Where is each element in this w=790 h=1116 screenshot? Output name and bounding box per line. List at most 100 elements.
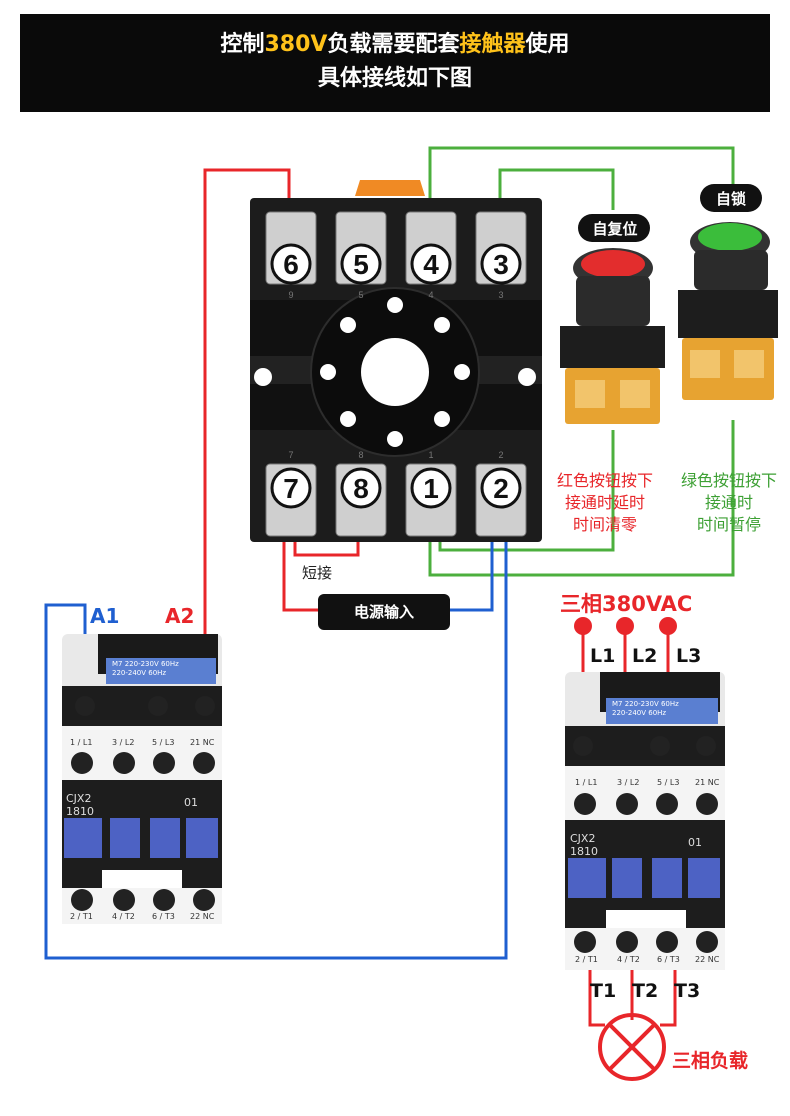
terminal-label: 1 / L1 xyxy=(575,778,598,787)
terminal-number: 8 xyxy=(353,473,369,504)
title-voltage: 380V xyxy=(264,32,328,57)
terminal-label: 5 / L3 xyxy=(152,738,175,747)
model-text: CJX2 xyxy=(570,832,596,845)
terminal-label: 3 / L2 xyxy=(112,738,135,747)
terminal-circle xyxy=(270,243,312,285)
power-input-label: 电源输入 xyxy=(353,603,414,621)
terminal-mark: 4 xyxy=(428,290,433,300)
left-aux: 01 xyxy=(184,796,198,809)
left-model: CJX2 1810 xyxy=(66,792,94,818)
title-text: 控制 xyxy=(220,32,265,57)
short-label: 短接 xyxy=(302,564,333,582)
right-aux: 01 xyxy=(688,836,702,849)
phase-label-l3: L3 xyxy=(676,645,702,667)
green-button-tag: 自锁 xyxy=(715,190,746,208)
three-phase-load-icon xyxy=(598,1013,666,1081)
right-contactor xyxy=(565,672,725,970)
terminal-circle xyxy=(410,467,452,509)
title-line-2: 具体接线如下图 xyxy=(317,66,472,91)
terminal-number: 1 xyxy=(423,473,439,504)
phase-label-l1: L1 xyxy=(590,645,616,667)
terminal-mark: 5 xyxy=(358,290,363,300)
caption-line: 接通时 xyxy=(704,493,753,512)
coil-text: 220-240V 60Hz xyxy=(112,669,167,677)
right-model: CJX2 1810 xyxy=(570,832,598,858)
green-lock-button xyxy=(678,184,778,400)
title-text: 使用 xyxy=(525,32,570,57)
relay-top-terminals: 6 9 5 5 4 4 3 3 xyxy=(270,243,522,300)
terminal-circle xyxy=(340,467,382,509)
title-device: 接触器 xyxy=(459,32,526,57)
terminal-mark: 9 xyxy=(288,290,293,300)
terminal-mark: 3 xyxy=(498,290,503,300)
caption-line: 接通时延时 xyxy=(564,493,645,512)
terminal-number: 3 xyxy=(493,249,509,280)
phase-terminal-dots xyxy=(574,617,677,635)
terminal-circle xyxy=(410,243,452,285)
terminal-label: 4 / T2 xyxy=(112,912,135,921)
title-text: 负载需要配套 xyxy=(327,32,460,57)
output-label-t3: T3 xyxy=(674,980,701,1002)
coil-text: 220-240V 60Hz xyxy=(612,709,667,717)
terminal-mark: 1 xyxy=(428,450,433,460)
terminal-number: 7 xyxy=(283,473,299,504)
terminal-label: 6 / T3 xyxy=(152,912,175,921)
output-wire-t1 xyxy=(588,950,605,1027)
output-label-t1: T1 xyxy=(590,980,617,1002)
terminal-label: 21 NC xyxy=(190,738,215,747)
caption-line: 绿色按钮按下 xyxy=(680,471,777,490)
terminal-label: 6 / T3 xyxy=(657,955,680,964)
terminal-number: 2 xyxy=(493,473,509,504)
load-label: 三相负载 xyxy=(672,1050,749,1072)
model-text: 1810 xyxy=(570,845,598,858)
terminal-label: 22 NC xyxy=(190,912,215,921)
red-reset-button xyxy=(560,214,665,424)
terminal-circle xyxy=(270,467,312,509)
terminal-circle xyxy=(480,243,522,285)
caption-line: 时间暂停 xyxy=(696,515,761,534)
left-contactor xyxy=(62,634,222,924)
model-text: 1810 xyxy=(66,805,94,818)
terminal-number: 5 xyxy=(353,249,369,280)
terminal-label: 1 / L1 xyxy=(70,738,93,747)
blue-wire-2-a1 xyxy=(44,510,508,960)
right-coil-rating: M7 220-230V 60Hz 220-240V 60Hz xyxy=(612,700,679,718)
terminal-label: 2 / T1 xyxy=(70,912,93,921)
power-input-pill xyxy=(318,594,450,630)
red-button-caption: 红色按钮按下 接通时延时 时间清零 xyxy=(540,470,670,536)
relay-socket-base xyxy=(250,180,542,542)
terminal-label: 22 NC xyxy=(695,955,720,964)
terminal-label: 2 / T1 xyxy=(575,955,598,964)
green-button-caption: 绿色按钮按下 接通时 时间暂停 xyxy=(668,470,790,536)
coil-text: M7 220-230V 60Hz xyxy=(112,660,179,668)
output-label-t2: T2 xyxy=(632,980,659,1002)
a2-label: A2 xyxy=(165,604,195,628)
model-text: CJX2 xyxy=(66,792,92,805)
phase-label-l2: L2 xyxy=(632,645,658,667)
terminal-mark: 7 xyxy=(288,450,293,460)
caption-line: 红色按钮按下 xyxy=(556,471,653,490)
terminal-mark: 2 xyxy=(498,450,503,460)
red-button-tag: 自复位 xyxy=(592,220,638,238)
terminal-label: 3 / L2 xyxy=(617,778,640,787)
terminal-number: 4 xyxy=(423,249,439,280)
power-blue-wire xyxy=(448,510,494,612)
coil-text: M7 220-230V 60Hz xyxy=(612,700,679,708)
title-banner: 控制380V负载需要配套接触器使用 具体接线如下图 xyxy=(20,14,770,112)
terminal-mark: 8 xyxy=(358,450,363,460)
a1-label: A1 xyxy=(90,604,120,628)
power-red-wire xyxy=(282,510,320,612)
title-line-1: 控制380V负载需要配套接触器使用 xyxy=(20,28,770,62)
terminal-label: 21 NC xyxy=(695,778,720,787)
terminal-circle xyxy=(480,467,522,509)
terminal-label: 4 / T2 xyxy=(617,955,640,964)
caption-line: 时间清零 xyxy=(572,515,637,534)
three-phase-label: 三相380VAC xyxy=(560,592,693,616)
terminal-number: 6 xyxy=(283,249,299,280)
output-wire-t3 xyxy=(660,950,677,1027)
relay-bottom-terminals: 7 7 8 8 1 1 2 2 xyxy=(270,450,522,509)
left-coil-rating: M7 220-230V 60Hz 220-240V 60Hz xyxy=(112,660,179,678)
terminal-circle xyxy=(340,243,382,285)
terminal-label: 5 / L3 xyxy=(657,778,680,787)
